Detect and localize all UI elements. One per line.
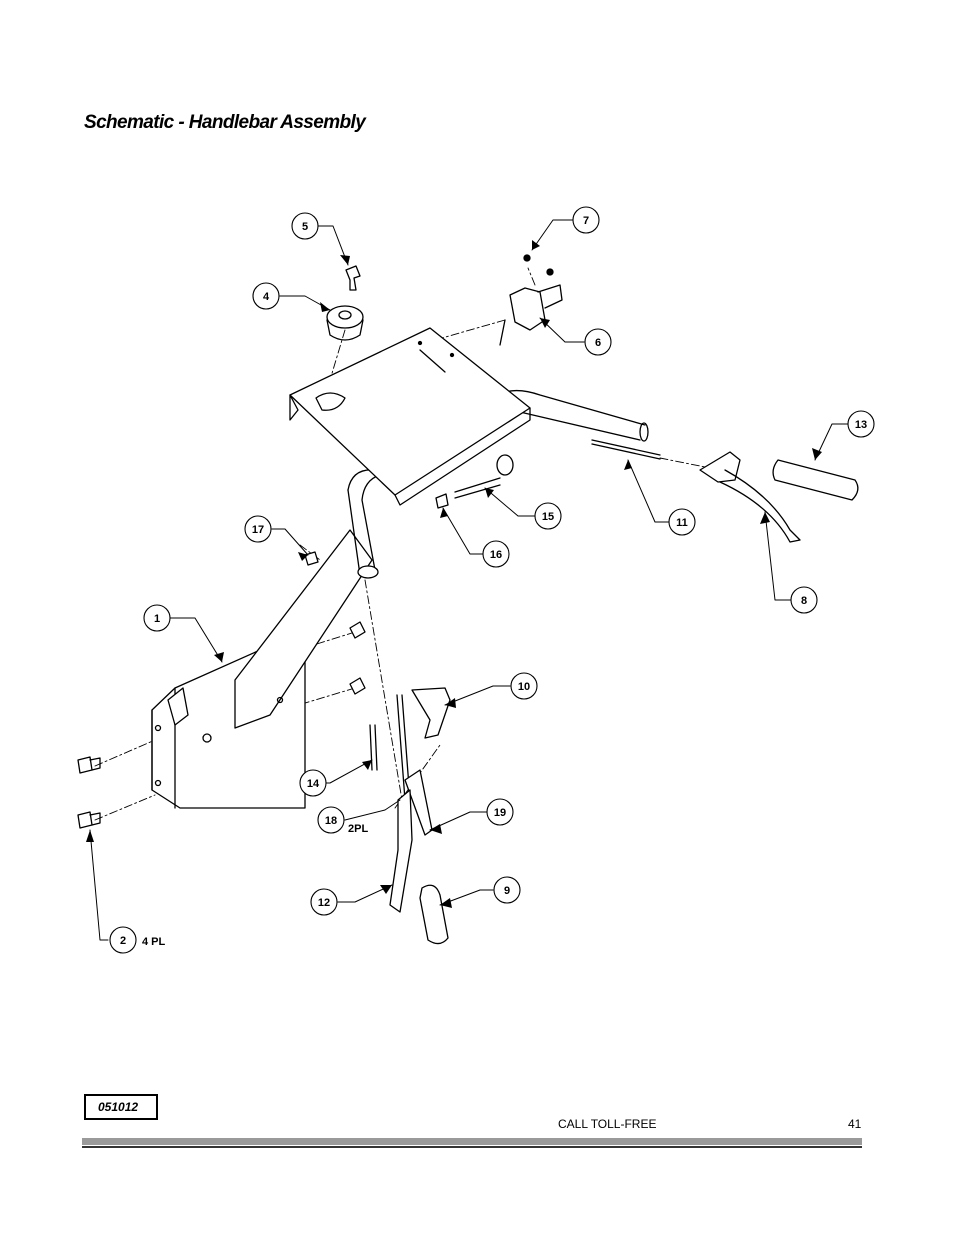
callout-8: 8 — [801, 595, 807, 607]
callout-11: 11 — [676, 517, 688, 529]
callout-1: 1 — [154, 613, 160, 625]
callout-18: 18 — [325, 815, 337, 827]
switch-part-6 — [499, 254, 563, 346]
callout-14: 14 — [307, 778, 320, 790]
page-title: Schematic - Handlebar Assembly — [84, 112, 366, 133]
callout-15: 15 — [542, 511, 554, 523]
leader-lines — [89, 219, 849, 941]
callout-18-qty: 2PL — [348, 823, 368, 835]
callout-12: 12 — [318, 897, 330, 909]
callout-2-qty: 4 PL — [142, 936, 166, 948]
callout-7: 7 — [583, 215, 589, 227]
callout-5: 5 — [302, 221, 308, 233]
key-switch — [326, 265, 364, 341]
callout-10: 10 — [518, 681, 530, 693]
callout-9: 9 — [504, 885, 510, 897]
bolts-part-2 — [77, 621, 366, 829]
callout-17: 17 — [252, 524, 264, 536]
footer-rule-dark — [82, 1146, 862, 1148]
callout-19: 19 — [494, 807, 506, 819]
callout-2: 2 — [120, 935, 126, 947]
footer-rule — [82, 1138, 862, 1145]
control-panel-plate — [289, 327, 531, 506]
callout-6: 6 — [595, 337, 601, 349]
footer-toll-free: CALL TOLL-FREE — [558, 1117, 657, 1131]
callout-4: 4 — [263, 291, 270, 303]
callout-16: 16 — [490, 549, 502, 561]
frame-part-1 — [151, 529, 373, 809]
right-control-lever — [591, 439, 859, 543]
callout-13: 13 — [855, 419, 867, 431]
left-control-lever — [369, 687, 451, 945]
document-code: 051012 — [84, 1094, 158, 1120]
page-number: 41 — [848, 1117, 862, 1131]
callout-circles — [109, 206, 875, 954]
